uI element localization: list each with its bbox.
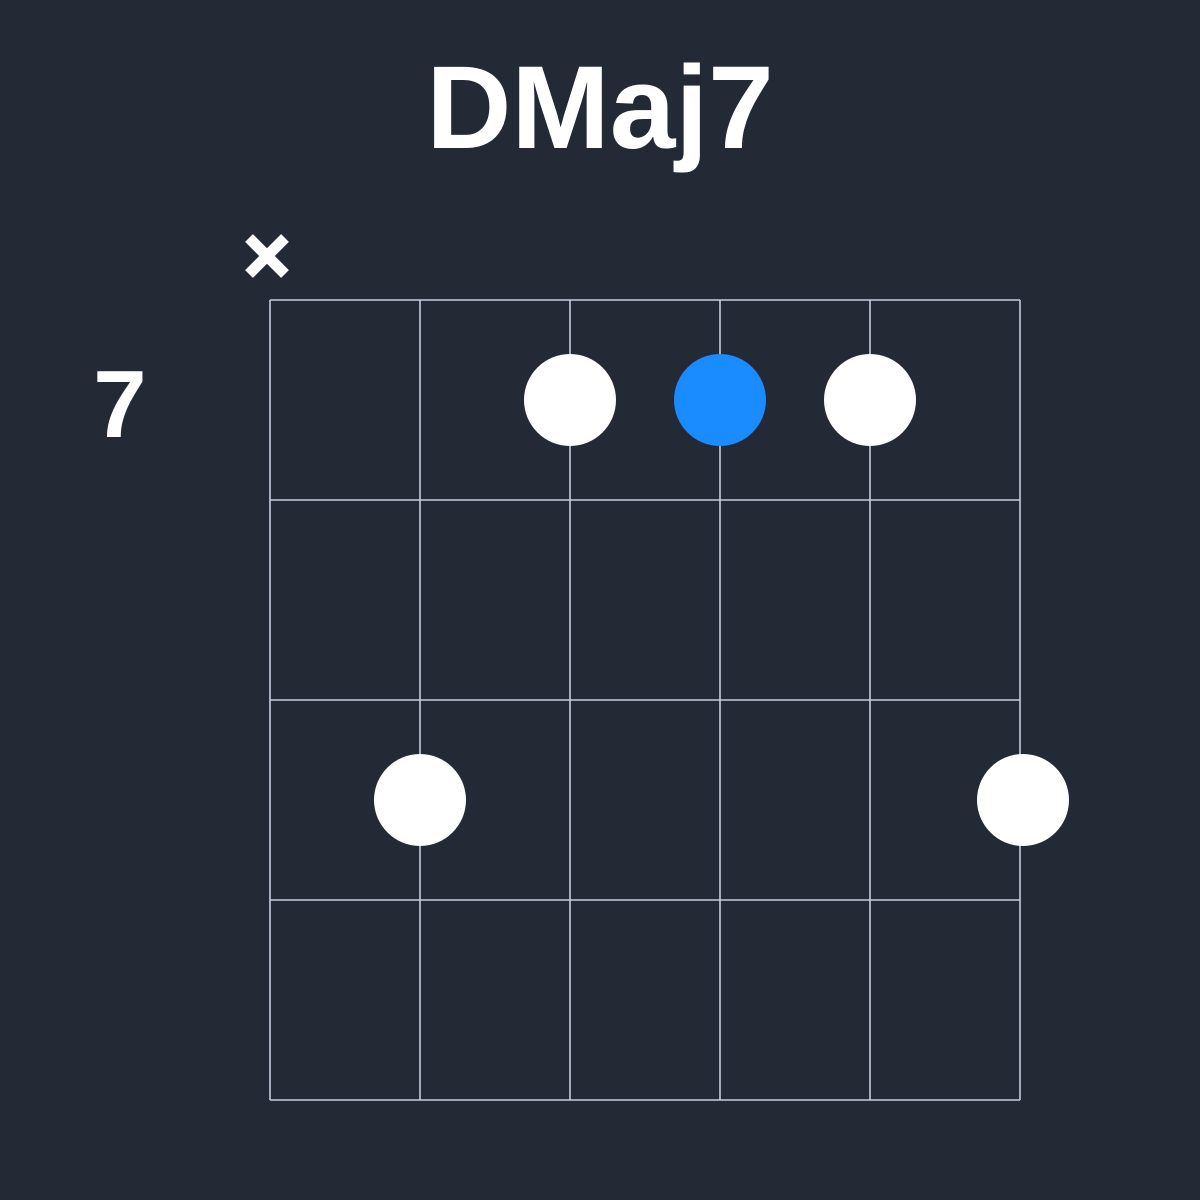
finger-dot [374, 754, 466, 846]
finger-dot [824, 354, 916, 446]
root-note-dot [674, 354, 766, 446]
chord-title: DMaj7 [426, 42, 774, 174]
finger-dot [977, 754, 1069, 846]
string-markers [245, 234, 289, 278]
finger-dot [524, 354, 616, 446]
finger-dots [374, 354, 1069, 846]
mute-icon [245, 234, 289, 278]
base-fret-label: 7 [93, 351, 147, 458]
